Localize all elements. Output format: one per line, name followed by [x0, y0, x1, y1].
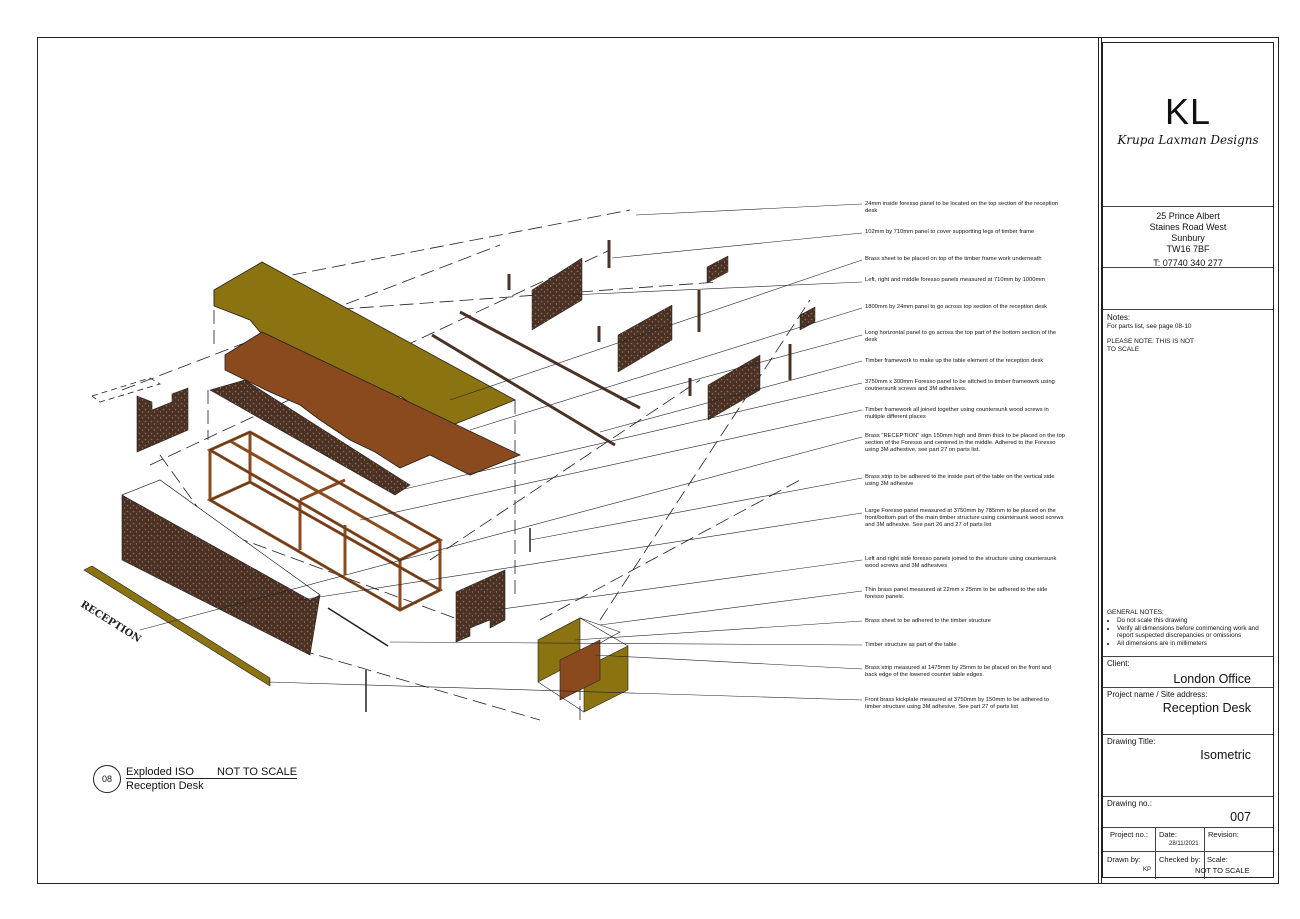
- cell-divider: [1204, 851, 1205, 879]
- notes-line: TO SCALE: [1107, 346, 1140, 353]
- drawn-by-label: Drawn by:: [1107, 855, 1141, 864]
- drawing-no-value: 007: [1230, 810, 1251, 824]
- studio-address: 25 Prince Albert Staines Road West Sunbu…: [1103, 211, 1273, 269]
- caption-title: Exploded ISO: [126, 766, 194, 778]
- project-value: Reception Desk: [1162, 701, 1251, 715]
- client-value: London Office: [1173, 672, 1251, 686]
- horizontal-bars: [431, 310, 641, 447]
- small-foresso-panel-b: [799, 306, 816, 331]
- annotation-2: 102mm by 710mm panel to cover supporttin…: [865, 229, 1035, 235]
- divider: [1103, 687, 1273, 688]
- cell-divider: [1155, 851, 1156, 879]
- drawing-no-label: Drawing no.:: [1107, 799, 1152, 808]
- date-label: Date:: [1159, 830, 1177, 839]
- foresso-panel-right: [707, 354, 761, 421]
- notes-line: For parts list, see page 08-10: [1107, 323, 1192, 330]
- drawn-by-value: KP: [1143, 867, 1152, 873]
- lowered-counter: [537, 617, 629, 713]
- date-value: 28/11/2021: [1169, 841, 1199, 847]
- reception-sign: RECEPTION: [78, 599, 142, 645]
- annotation-1: 24mm inside foresso panel to be located …: [865, 201, 1059, 215]
- address-line: 25 Prince Albert: [1156, 211, 1220, 221]
- divider: [1103, 734, 1273, 735]
- address-phone: T: 07740 340 277: [1153, 258, 1223, 268]
- foresso-long-strip: [209, 379, 411, 496]
- general-note-item: All dimensions are in millimeters: [1117, 640, 1269, 648]
- annotation-4: Left, right and middle foresso panels me…: [865, 277, 1046, 283]
- annotation-7: Timber framework to make up the table el…: [865, 358, 1044, 364]
- annotation-9: Timber framework all joined together usi…: [865, 407, 1049, 421]
- divider: [1103, 267, 1273, 268]
- scale-value: NOT TO SCALE: [1195, 866, 1250, 875]
- annotation-10: Brass "RECEPTION" sign 150mm high and 8m…: [865, 433, 1066, 454]
- logo-name: Krupa Laxman Designs: [1117, 133, 1259, 147]
- divider: [1103, 851, 1273, 852]
- address-line: TW16 7BF: [1166, 244, 1210, 254]
- leader-lines: [139, 203, 863, 701]
- general-note-item: Verify all dimensions before commencing …: [1117, 625, 1269, 640]
- annotation-15: Brass sheet to be adhered to the timber …: [865, 618, 991, 624]
- drawing-title-value: Isometric: [1200, 748, 1251, 762]
- annotation-8: 3750mm x 300mm Foresso panel to be attch…: [865, 379, 1055, 393]
- caption-scale-note: NOT TO SCALE: [217, 766, 298, 778]
- annotation-18: Front brass kickplate measured at 3750mm…: [865, 697, 1049, 711]
- annotation-13: Left and right side foresso panels joine…: [865, 556, 1057, 570]
- drawing-number-circle: 08: [93, 765, 121, 793]
- address-line: Staines Road West: [1149, 222, 1227, 232]
- notes-line: PLEASE NOTE: THIS IS NOT: [1107, 338, 1194, 345]
- divider: [1103, 656, 1273, 657]
- brass-kickplate: [83, 565, 271, 687]
- notes-label: Notes:: [1107, 313, 1131, 322]
- annotation-16: Timber structure as part of the table: [865, 642, 957, 648]
- sheet-border: [37, 37, 1279, 884]
- revision-label: Revision:: [1208, 830, 1239, 839]
- project-no-label: Project no.:: [1110, 830, 1148, 839]
- divider: [1103, 309, 1273, 310]
- drawing-title-label: Drawing Title:: [1107, 737, 1156, 746]
- timber-top-panel: [224, 331, 521, 476]
- caption-subtitle: Reception Desk: [126, 780, 204, 792]
- divider: [1103, 796, 1273, 797]
- annotation-17: Brass strip measured at 1475mm by 25mm t…: [865, 665, 1052, 679]
- annotation-12: Large Foresso panel measured at 3750mm b…: [865, 508, 1064, 529]
- cell-divider: [1204, 827, 1205, 851]
- divider: [1103, 206, 1273, 207]
- annotation-5: 1800mm by 24mm panel to go across top se…: [865, 304, 1048, 310]
- checked-by-label: Checked by:: [1159, 855, 1201, 864]
- foresso-panel-left: [531, 257, 583, 331]
- logo-initials: KL: [1164, 91, 1212, 132]
- general-notes-label: GENERAL NOTES:: [1107, 609, 1164, 616]
- client-label: Client:: [1107, 659, 1130, 668]
- divider: [1103, 827, 1273, 828]
- side-panel-outline: [91, 377, 161, 403]
- foresso-panel-middle: [617, 304, 673, 373]
- annotation-3: Brass sheet to be placed on top of the t…: [865, 256, 1042, 262]
- project-label: Project name / Site address:: [1107, 690, 1208, 699]
- annotation-11: Brass strip to be adhered to the inside …: [865, 474, 1055, 488]
- caption-underline: [126, 778, 297, 779]
- general-notes: GENERAL NOTES: Do not scale this drawing…: [1107, 609, 1269, 647]
- right-side-foresso-panel: [455, 569, 506, 643]
- scale-label: Scale:: [1207, 855, 1228, 864]
- title-block-divider: [1098, 37, 1102, 884]
- annotation-14: Thin brass panel measured at 22mm x 25mm…: [865, 587, 1048, 601]
- left-side-foresso-panel: [136, 387, 189, 453]
- annotation-6: Long horizontal panel to go across the t…: [865, 330, 1057, 344]
- address-line: Sunbury: [1171, 233, 1205, 243]
- vertical-strips: [507, 240, 792, 396]
- title-block: KL Krupa Laxman Designs 25 Prince Albert…: [1102, 42, 1274, 879]
- small-foresso-panel-a: [706, 255, 729, 284]
- general-note-item: Do not scale this drawing: [1117, 617, 1269, 625]
- cell-divider: [1155, 827, 1156, 851]
